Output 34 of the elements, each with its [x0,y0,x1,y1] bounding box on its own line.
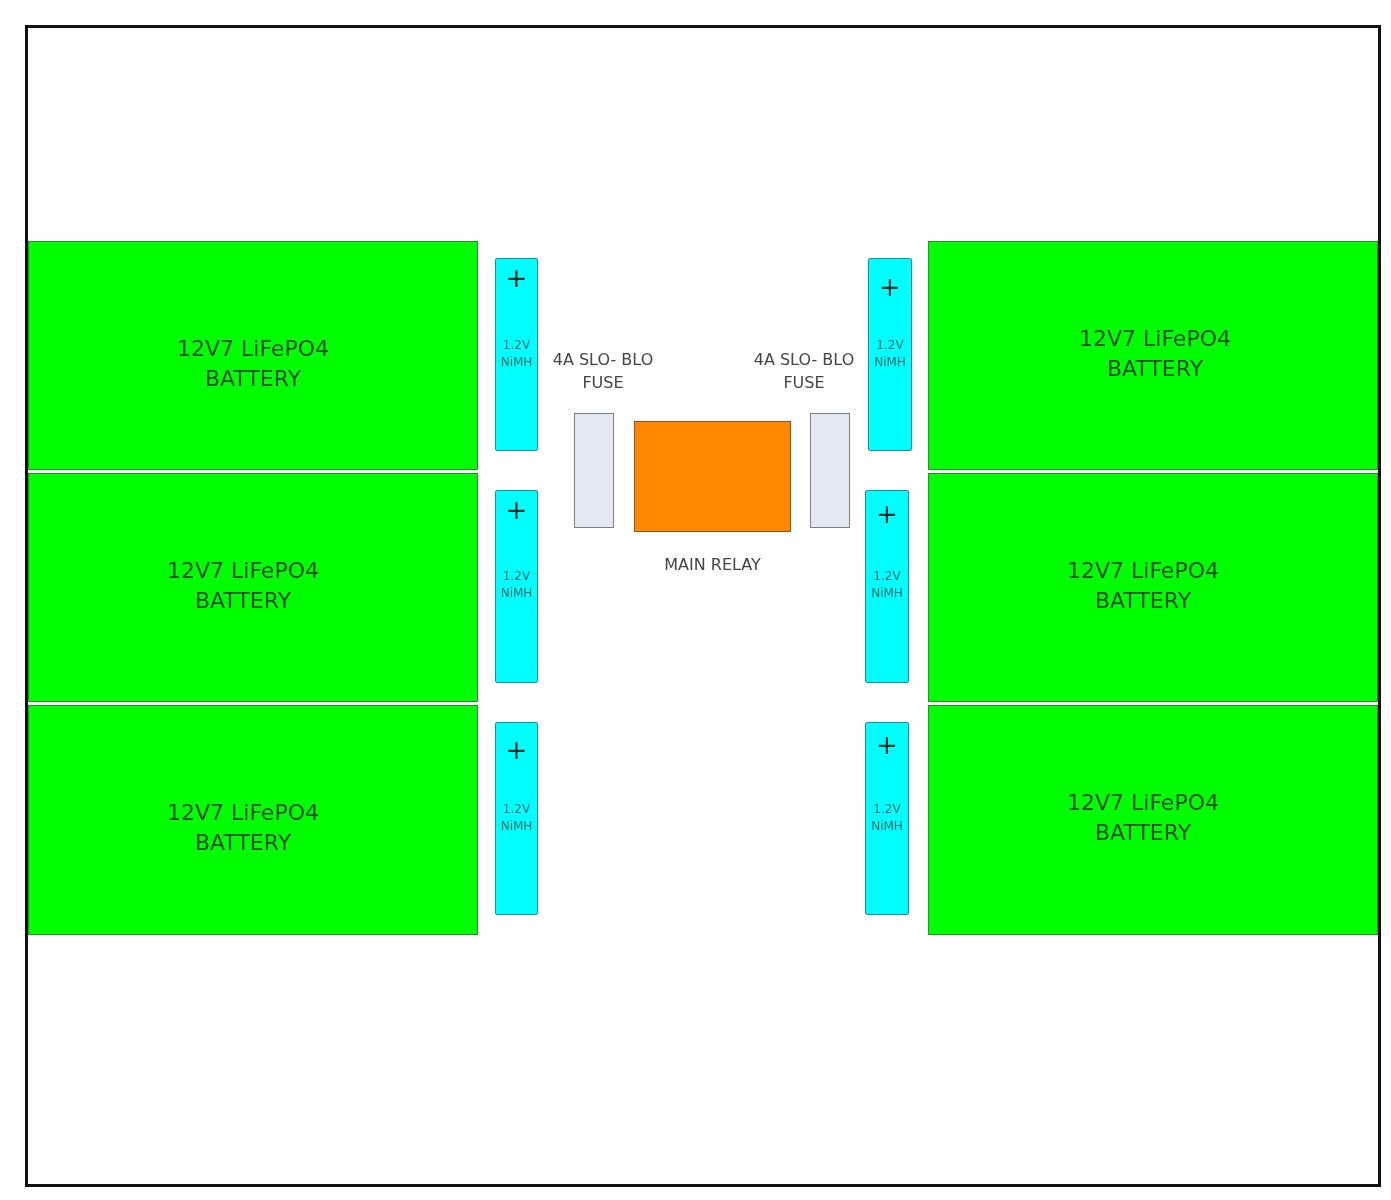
fuse-label: 4A SLO- BLO FUSE [752,349,856,394]
nimh-cell [868,258,912,451]
battery [28,473,478,702]
nimh-cell [495,722,538,915]
cell-label: 1.2V NiMH [499,801,534,835]
battery-label: 12V7 LiFePO4 BATTERY [1078,325,1232,383]
cell-label: 1.2V NiMH [499,337,534,371]
battery-label: 12V7 LiFePO4 BATTERY [176,335,330,393]
plus-sign: + [505,265,528,291]
plus-sign: + [879,274,901,300]
nimh-cell [495,490,538,683]
plus-sign: + [505,737,528,763]
cell-label: 1.2V NiMH [873,337,907,371]
battery [928,241,1378,470]
battery-label: 12V7 LiFePO4 BATTERY [166,799,320,857]
battery [28,705,478,935]
battery-label: 12V7 LiFePO4 BATTERY [1066,789,1220,847]
battery [928,705,1378,935]
cell-label: 1.2V NiMH [499,568,534,602]
cell-label: 1.2V NiMH [870,801,904,835]
nimh-cell [865,722,909,915]
plus-sign: + [876,501,898,527]
cell-label: 1.2V NiMH [870,568,904,602]
battery [28,241,478,470]
nimh-cell [495,258,538,451]
plus-sign: + [505,497,528,523]
fuse-label: 4A SLO- BLO FUSE [551,349,655,394]
plus-sign: + [876,732,898,758]
relay-label: MAIN RELAY [664,555,761,575]
battery-label: 12V7 LiFePO4 BATTERY [166,557,320,615]
nimh-cell [865,490,909,683]
enclosure-outline [25,25,1381,1187]
battery [928,473,1378,702]
battery-label: 12V7 LiFePO4 BATTERY [1066,557,1220,615]
